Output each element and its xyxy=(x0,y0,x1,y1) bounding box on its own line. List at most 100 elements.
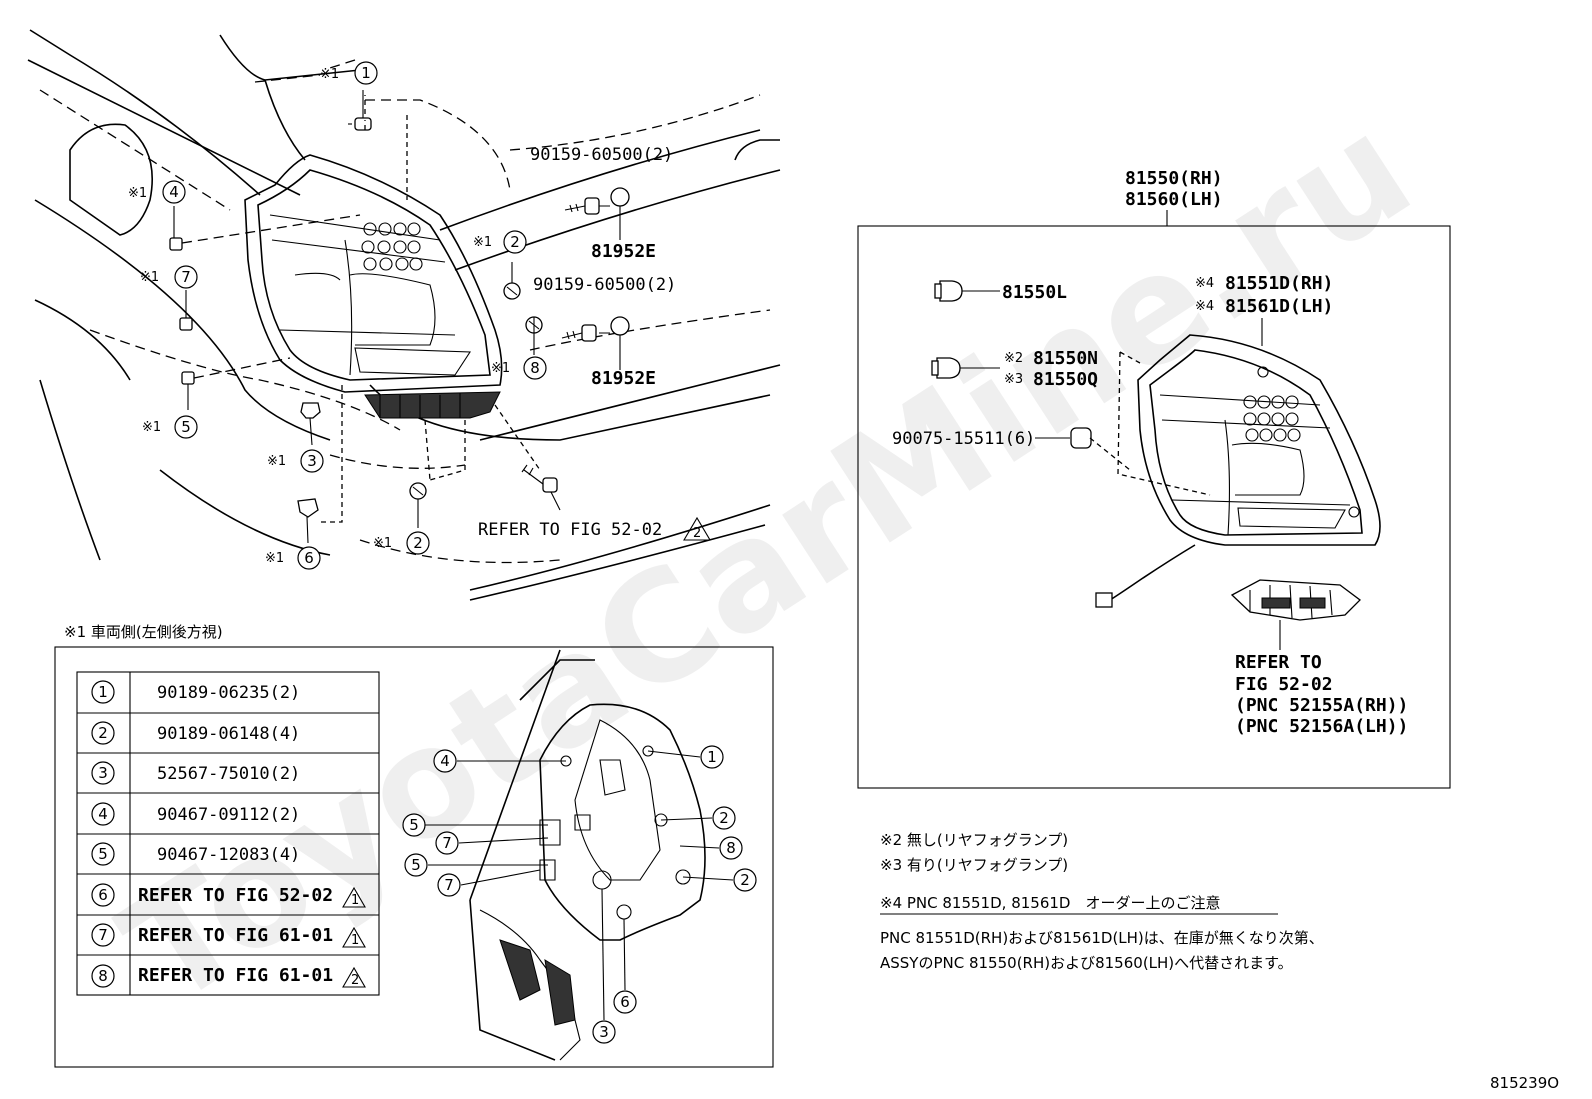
fasteners-left xyxy=(169,90,630,544)
bulb-81550q-label: 81550Q xyxy=(1033,369,1098,390)
callout-bolt-a: 90159-60500(2) xyxy=(530,145,673,165)
assy-panel: 81550(RH) 81560(LH) 81550L ※2 81550N ※3 … xyxy=(857,168,1451,789)
bolt-a xyxy=(564,197,600,215)
lamp-lh-label: 81561D(LH) xyxy=(1225,296,1333,317)
svg-text:※1: ※1 xyxy=(267,454,286,469)
clip-3 xyxy=(300,402,321,419)
svg-text:※1: ※1 xyxy=(473,235,492,250)
svg-text:※1: ※1 xyxy=(373,536,392,551)
tail-lamp-assy xyxy=(1095,334,1381,608)
table-row: 1 90189-06235(2) xyxy=(91,680,300,704)
note-2: ※2 無し(リヤフォグランプ) xyxy=(880,831,1068,849)
nut-2a xyxy=(503,282,521,300)
svg-text:4: 4 xyxy=(440,752,450,770)
note-4-title: ※4 PNC 81551D, 81561D オーダー上のご注意 xyxy=(880,894,1220,912)
vehicle-body xyxy=(27,29,781,601)
svg-text:3: 3 xyxy=(307,452,317,470)
svg-text:1: 1 xyxy=(98,683,108,701)
assy-pnc-rh: 81550(RH) xyxy=(1125,168,1223,189)
svg-text:5: 5 xyxy=(411,856,421,874)
detail-callout-2b: 2 xyxy=(733,868,757,892)
svg-text:7: 7 xyxy=(444,876,454,894)
refer-triangle xyxy=(683,516,711,541)
clip-1 xyxy=(348,117,372,131)
note-4-line1: PNC 81551D(RH)および81561D(LH)は、在庫が無くなり次第、 xyxy=(880,929,1324,947)
svg-text:8: 8 xyxy=(726,839,736,857)
socket-bracket xyxy=(1230,579,1361,621)
svg-text:7: 7 xyxy=(98,926,108,944)
detail-callout-7b: 7 xyxy=(437,873,461,897)
svg-text:4: 4 xyxy=(98,805,108,823)
callout-refer-fig: REFER TO FIG 52-02 xyxy=(478,520,662,540)
svg-text:2: 2 xyxy=(510,233,520,251)
figure-id: 815239O xyxy=(1490,1074,1559,1092)
bulb-81550l xyxy=(934,280,963,302)
detail-callout-2: 2 xyxy=(712,806,736,830)
svg-text:3: 3 xyxy=(98,764,108,782)
svg-text:※2: ※2 xyxy=(1004,351,1023,366)
svg-text:1: 1 xyxy=(351,893,359,908)
marker-5: ※1 5 xyxy=(142,415,198,439)
bolt-b xyxy=(561,324,597,342)
marker-6: ※1 6 xyxy=(265,546,321,570)
svg-text:2: 2 xyxy=(98,724,108,742)
note-3: ※3 有り(リヤフォグランプ) xyxy=(880,856,1068,874)
svg-text:8: 8 xyxy=(530,359,540,377)
clip-4 xyxy=(169,237,183,251)
svg-text:※1: ※1 xyxy=(142,420,161,435)
svg-text:2: 2 xyxy=(740,871,750,889)
refer-line-2: FIG 52-02 xyxy=(1235,674,1333,695)
svg-text:90189-06235(2): 90189-06235(2) xyxy=(157,683,300,703)
bulb-81550l-label: 81550L xyxy=(1002,282,1067,303)
note-4-line2: ASSYのPNC 81550(RH)および81560(LH)へ代替されます。 xyxy=(880,954,1293,972)
svg-text:90467-12083(4): 90467-12083(4) xyxy=(157,845,300,865)
svg-text:REFER TO FIG 61-01: REFER TO FIG 61-01 xyxy=(138,965,333,986)
svg-text:2: 2 xyxy=(413,534,423,552)
svg-text:1: 1 xyxy=(361,64,371,82)
svg-text:1: 1 xyxy=(351,933,359,948)
detail-frame xyxy=(54,646,774,1068)
detail-callout-8: 8 xyxy=(719,836,743,860)
svg-text:3: 3 xyxy=(599,1023,609,1041)
svg-text:7: 7 xyxy=(442,834,452,852)
svg-text:REFER TO FIG 61-01: REFER TO FIG 61-01 xyxy=(138,925,333,946)
svg-text:REFER TO FIG 52-02: REFER TO FIG 52-02 xyxy=(138,885,333,906)
refer-line-3: (PNC 52155A(RH)) xyxy=(1235,695,1408,716)
lamp-led-cluster xyxy=(361,222,423,271)
svg-text:※4: ※4 xyxy=(1195,276,1214,291)
callout-bolt-b: 90159-60500(2) xyxy=(533,275,676,295)
note-vehicle-side: ※1 車両側(左側後方視) xyxy=(64,623,223,641)
marker-3: ※1 3 xyxy=(267,449,324,473)
svg-text:90189-06148(4): 90189-06148(4) xyxy=(157,724,300,744)
svg-text:※1: ※1 xyxy=(320,67,339,82)
marker-2b: ※1 2 xyxy=(373,531,430,555)
clip-7 xyxy=(179,317,193,331)
svg-text:※1: ※1 xyxy=(265,551,284,566)
marker-4: ※1 4 xyxy=(128,180,186,204)
cap-a xyxy=(610,187,630,207)
lamp-rh-label: 81551D(RH) xyxy=(1225,273,1333,294)
svg-text:6: 6 xyxy=(98,886,108,904)
detail-callout-1: 1 xyxy=(700,745,724,769)
svg-text:5: 5 xyxy=(181,418,191,436)
marker-1: ※1 1 xyxy=(320,61,378,85)
svg-text:※1: ※1 xyxy=(128,186,147,201)
svg-text:7: 7 xyxy=(181,268,191,286)
assy-frame xyxy=(857,225,1451,789)
clip-6 xyxy=(297,498,319,518)
marker-2a: ※1 2 xyxy=(473,230,527,254)
svg-text:※3: ※3 xyxy=(1004,372,1023,387)
table-row: 6 REFER TO FIG 52-02 1 xyxy=(91,883,366,908)
gasket-label: 90075-15511(6) xyxy=(892,429,1035,449)
tail-lamp-installed xyxy=(244,154,503,419)
bulb-81550n xyxy=(931,357,961,379)
svg-text:6: 6 xyxy=(304,549,314,567)
nut-2b xyxy=(409,482,427,500)
refer-triangle-mark: 2 xyxy=(693,526,701,541)
svg-text:4: 4 xyxy=(169,183,179,201)
